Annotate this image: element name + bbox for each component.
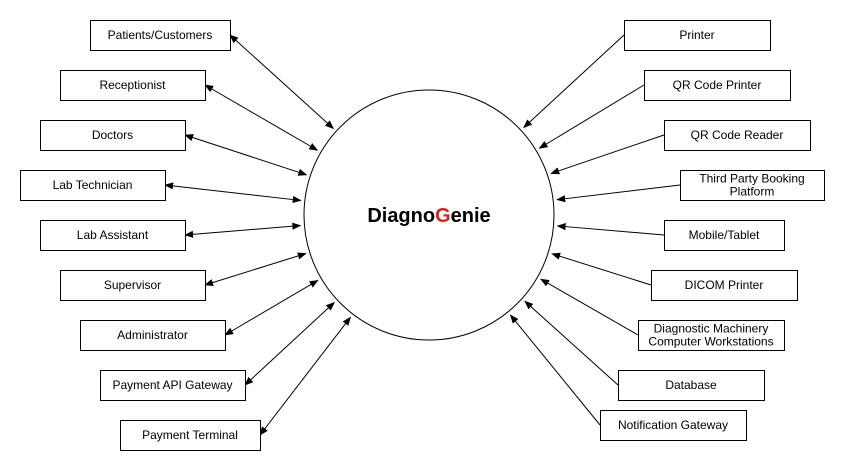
actor-label: Lab Technician: [53, 178, 133, 192]
connector-receptionist: [204, 84, 319, 151]
connector-notification-gateway: [509, 314, 601, 426]
actor-label: Lab Assistant: [77, 228, 149, 242]
actor-supervisor: Supervisor: [60, 270, 206, 301]
actor-label: Administrator: [117, 328, 188, 342]
actor-lab-technician: Lab Technician: [20, 170, 166, 201]
connector-lab-technician: [164, 182, 302, 204]
actor-lab-assistant: Lab Assistant: [40, 220, 186, 251]
actor-qr-code-printer: QR Code Printer: [644, 70, 791, 101]
system-title-highlight: G: [435, 205, 451, 227]
actor-database: Database: [618, 370, 765, 401]
actor-label: Third Party Booking: [699, 172, 804, 186]
actor-dicom-printer: DICOM Printer: [651, 270, 798, 301]
actor-label: Payment API Gateway: [112, 378, 232, 392]
actor-box: [40, 220, 186, 251]
actor-label: Patients/Customers: [108, 28, 213, 42]
actor-label: Platform: [730, 185, 775, 199]
system-circle: [303, 89, 555, 341]
actor-label: QR Code Printer: [673, 78, 762, 92]
connector-lab-assistant: [184, 222, 302, 238]
actor-box: [664, 220, 785, 251]
actor-box: [120, 420, 261, 451]
actor-label: QR Code Reader: [691, 128, 784, 142]
connector-payment-terminal: [259, 316, 351, 436]
actor-box: [60, 70, 206, 101]
connector-diagnostic-machinery-workstations: [540, 278, 639, 336]
actor-label: Computer Workstations: [648, 335, 773, 349]
actor-box: [624, 20, 771, 51]
actor-label: Doctors: [92, 128, 133, 142]
actor-box: [618, 370, 765, 401]
actor-label: Supervisor: [104, 278, 161, 292]
actor-notification-gateway: Notification Gateway: [600, 410, 747, 441]
connector-third-party-booking-platform: [556, 184, 681, 203]
connector-mobile-tablet: [556, 223, 665, 236]
actor-box: [644, 70, 791, 101]
connector-doctors: [184, 134, 308, 176]
actor-box: [664, 120, 811, 151]
actor-mobile-tablet: Mobile/Tablet: [664, 220, 785, 251]
system-title: DiagnoGenie: [367, 205, 490, 227]
actor-box: [60, 270, 206, 301]
actor-box: [600, 410, 747, 441]
actor-box: [100, 370, 246, 401]
actor-printer: Printer: [624, 20, 771, 51]
actor-box: [680, 170, 825, 201]
actor-label: DICOM Printer: [685, 278, 764, 292]
actor-label: Diagnostic Machinery: [654, 322, 769, 336]
nodes-layer: Patients/CustomersReceptionistDoctorsLab…: [20, 20, 825, 451]
connector-dicom-printer: [551, 252, 652, 286]
actor-label: Notification Gateway: [618, 418, 728, 432]
connector-administrator: [224, 279, 319, 336]
system-title-part1: Diagno: [367, 205, 435, 227]
actor-label: Printer: [679, 28, 714, 42]
actor-label: Receptionist: [99, 78, 166, 92]
edges-layer: [164, 34, 681, 436]
connector-database: [524, 300, 619, 386]
actor-payment-api-gateway: Payment API Gateway: [100, 370, 246, 401]
connector-qr-code-printer: [538, 84, 645, 149]
system-title-part2: enie: [451, 205, 491, 227]
actor-payment-terminal: Payment Terminal: [120, 420, 261, 451]
actor-administrator: Administrator: [80, 320, 226, 351]
actor-label: Database: [665, 378, 717, 392]
connector-supervisor: [204, 252, 307, 287]
actor-receptionist: Receptionist: [60, 70, 206, 101]
actor-box: [638, 320, 785, 351]
connector-patients-customers: [229, 34, 334, 130]
connector-printer: [523, 34, 625, 129]
actor-patients-customers: Patients/Customers: [90, 20, 231, 51]
actor-box: [90, 20, 231, 51]
actor-label: Payment Terminal: [142, 428, 238, 442]
actor-doctors: Doctors: [40, 120, 186, 151]
actor-box: [40, 120, 186, 151]
connector-qr-code-reader: [550, 134, 665, 175]
actor-box: [20, 170, 166, 201]
actor-box: [651, 270, 798, 301]
actor-label: Mobile/Tablet: [689, 228, 760, 242]
actor-qr-code-reader: QR Code Reader: [664, 120, 811, 151]
actor-box: [80, 320, 226, 351]
